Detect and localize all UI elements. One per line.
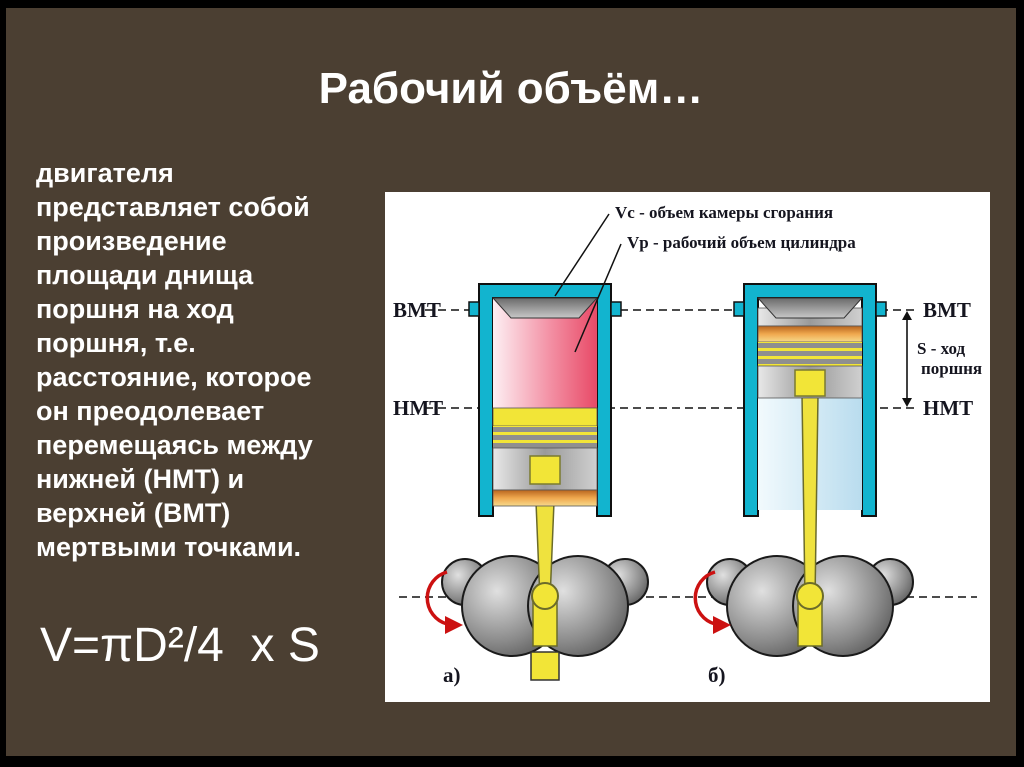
bmt-label-left: ВМТ xyxy=(393,298,441,322)
cylinder-flange-b xyxy=(875,301,887,317)
body-line: он преодолевает xyxy=(36,396,265,426)
cylinder-head-dome-b xyxy=(756,297,864,319)
cylinder-flange-b xyxy=(733,301,745,317)
stroke-label-line2: поршня xyxy=(921,359,982,378)
body-line: поршня, т.е. xyxy=(36,328,196,358)
cylinder-assembly-a xyxy=(441,283,649,681)
piston-b xyxy=(757,307,863,399)
diagram-panel: Vc - объем камеры сгорания Vp - рабочий … xyxy=(385,192,990,702)
vc-label: Vc - объем камеры сгорания xyxy=(615,203,833,222)
rotation-arrow-b xyxy=(693,570,731,634)
body-line: верхней (ВМТ) xyxy=(36,498,231,528)
rotation-arrow-a xyxy=(425,570,463,634)
bmt-label-right: ВМТ xyxy=(923,298,971,322)
engine-diagram-svg: Vc - объем камеры сгорания Vp - рабочий … xyxy=(393,203,982,687)
cylinder-flange-a xyxy=(610,301,622,317)
cylinder-assembly-b xyxy=(706,283,914,657)
vp-label: Vp - рабочий объем цилиндра xyxy=(627,233,856,252)
crankshaft-a xyxy=(441,555,649,681)
body-line: поршня на ход xyxy=(36,294,234,324)
vc-callout-line xyxy=(554,213,610,297)
vp-callout-line xyxy=(574,243,622,353)
wrist-pin-b xyxy=(794,369,826,397)
stroke-dimension xyxy=(902,311,912,407)
wrist-pin-a xyxy=(529,455,561,485)
figure-label-a: а) xyxy=(443,663,461,687)
body-line: нижней (НМТ) и xyxy=(36,464,245,494)
nmt-label-left: НМТ xyxy=(393,396,443,420)
body-line: представляет собой xyxy=(36,192,310,222)
body-text: двигателя представляет собой произведени… xyxy=(36,156,313,564)
body-line: мертвыми точками. xyxy=(36,532,302,562)
rod-bearing-a xyxy=(531,582,559,610)
connecting-rod-b xyxy=(801,393,819,601)
body-line: расстояние, которое xyxy=(36,362,312,392)
rod-bearing-b xyxy=(796,582,824,610)
body-line: перемещаясь между xyxy=(36,430,313,460)
slide: Рабочий объём… двигателя представляет со… xyxy=(6,8,1016,756)
nmt-label-right: НМТ xyxy=(923,396,973,420)
displacement-formula: V=πD²/4 x S xyxy=(40,619,320,672)
body-line: площади днища xyxy=(36,260,254,290)
body-line: двигателя xyxy=(36,158,174,188)
piston-a xyxy=(492,407,598,507)
cylinder-head-dome-a xyxy=(491,297,599,319)
stroke-label-line1: S - ход xyxy=(917,339,965,358)
figure-label-b: б) xyxy=(708,663,726,687)
slide-title: Рабочий объём… xyxy=(318,64,704,113)
cylinder-flange-a xyxy=(468,301,480,317)
body-line: произведение xyxy=(36,226,227,256)
